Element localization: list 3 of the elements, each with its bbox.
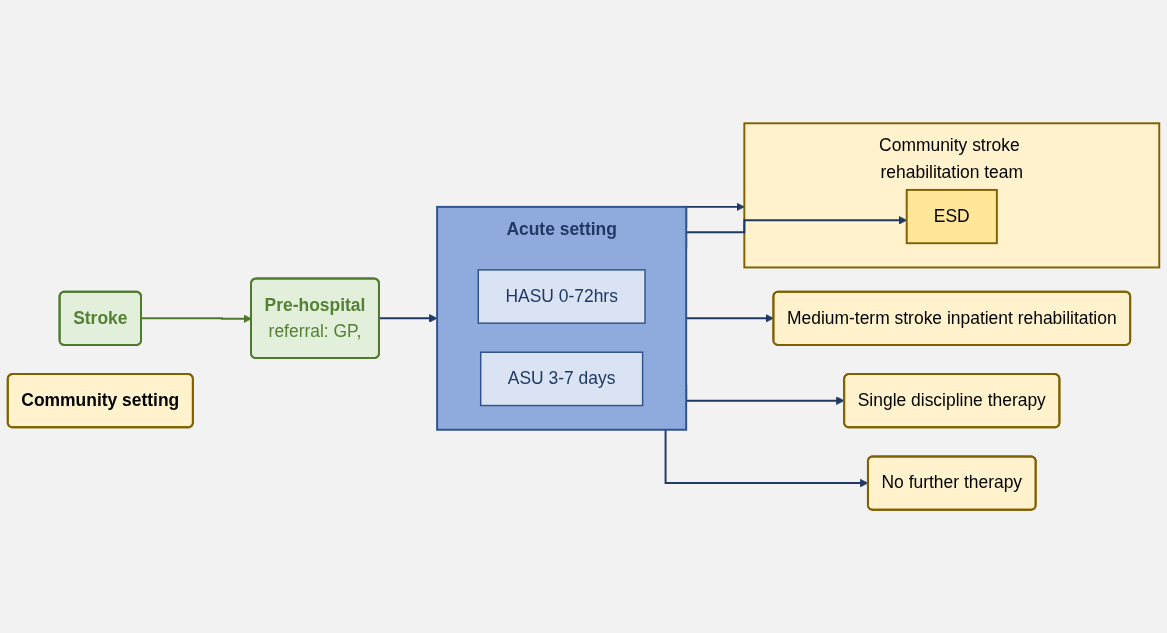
node-box: HASU 0-72hrs (477, 269, 646, 324)
node-box: ESD (905, 188, 998, 245)
node-box: ASU 3-7 days (479, 351, 644, 407)
